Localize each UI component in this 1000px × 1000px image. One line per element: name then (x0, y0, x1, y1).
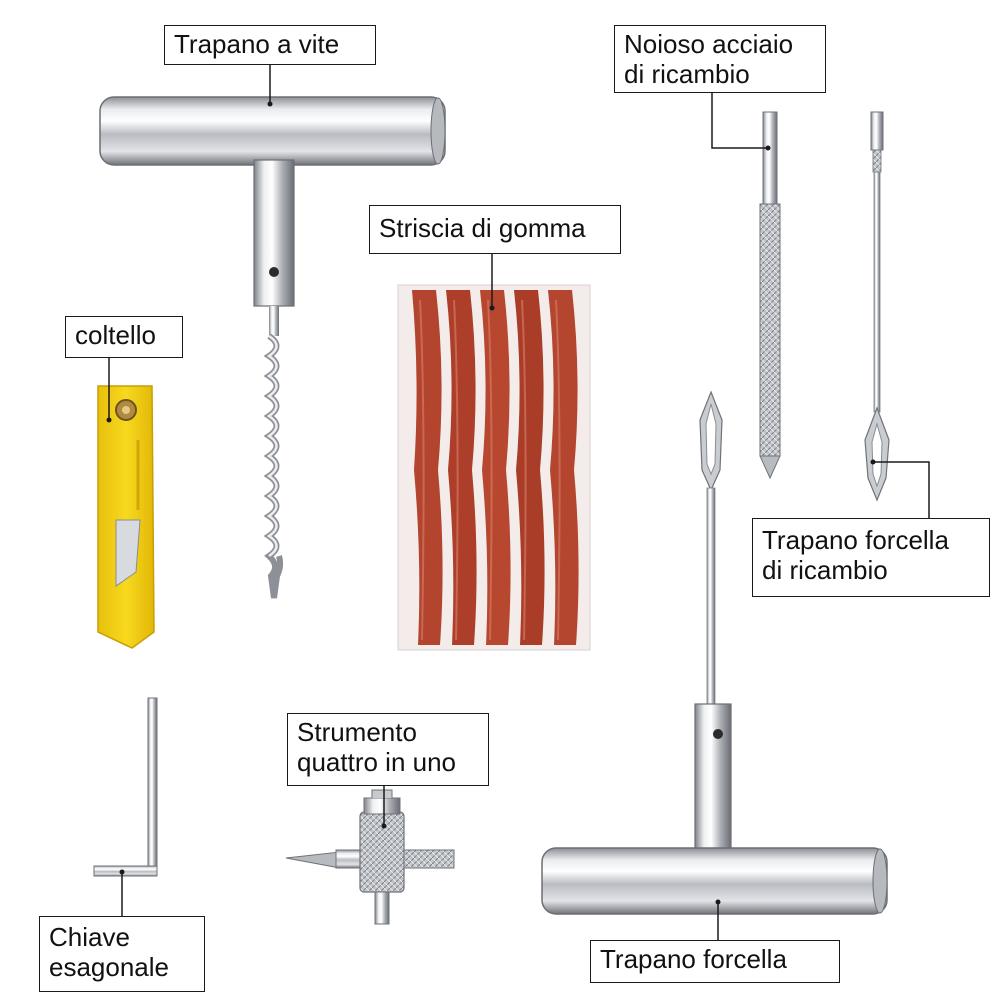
leader-dot-rubber-strips (489, 305, 495, 311)
valve-tool-illustration (285, 789, 455, 925)
spare-fork-needle-illustration (864, 111, 890, 502)
leader-lines (106, 65, 930, 940)
label-hex-key: Chiave esagonale (39, 916, 205, 992)
hex-key-illustration (93, 697, 158, 877)
label-spiral-drill-text: Trapano a vite (174, 29, 340, 59)
label-fork-needle-drill: Trapano forcella (590, 940, 840, 983)
label-hex-key-line2: esagonale (49, 952, 169, 982)
leader-dot-knife (106, 417, 112, 423)
label-spare-reamer-line2: di ricambio (624, 59, 750, 89)
label-rubber-strips-text: Striscia di gomma (379, 213, 586, 243)
label-valve-tool-line2: quattro in uno (297, 747, 457, 777)
label-valve-tool: Strumento quattro in uno (287, 713, 489, 786)
leader-spare-reamer (711, 92, 768, 149)
fork-needle-drill-illustration (541, 390, 888, 915)
label-knife: coltello (65, 316, 183, 358)
leader-dot-spare-fork-needle (870, 459, 876, 465)
spiral-drill-illustration (99, 96, 446, 599)
leader-dot-valve-tool (381, 823, 387, 829)
leader-dot-spiral-drill (267, 101, 273, 107)
label-spare-reamer-line1: Noioso acciaio (624, 29, 794, 59)
label-spare-reamer: Noioso acciaio di ricambio (614, 25, 826, 93)
rubber-strips-illustration (397, 284, 591, 651)
leader-dot-fork-needle-drill (715, 899, 721, 905)
label-knife-text: coltello (75, 320, 156, 350)
label-spare-fork-needle: Trapano forcella di ricambio (752, 518, 990, 597)
label-fork-needle-drill-text: Trapano forcella (600, 944, 787, 974)
label-spare-fork-needle-line2: di ricambio (762, 555, 888, 585)
label-rubber-strips: Striscia di gomma (369, 205, 621, 254)
leader-spare-fork-needle (873, 461, 930, 518)
knife-illustration (97, 385, 155, 649)
spare-reamer-illustration (759, 111, 781, 480)
leader-dot-spare-reamer (765, 145, 771, 151)
label-hex-key-line1: Chiave (49, 922, 130, 952)
label-spiral-drill: Trapano a vite (164, 25, 376, 65)
leader-dot-hex-key (119, 869, 125, 875)
label-spare-fork-needle-line1: Trapano forcella (762, 525, 949, 555)
label-valve-tool-line1: Strumento (297, 717, 417, 747)
